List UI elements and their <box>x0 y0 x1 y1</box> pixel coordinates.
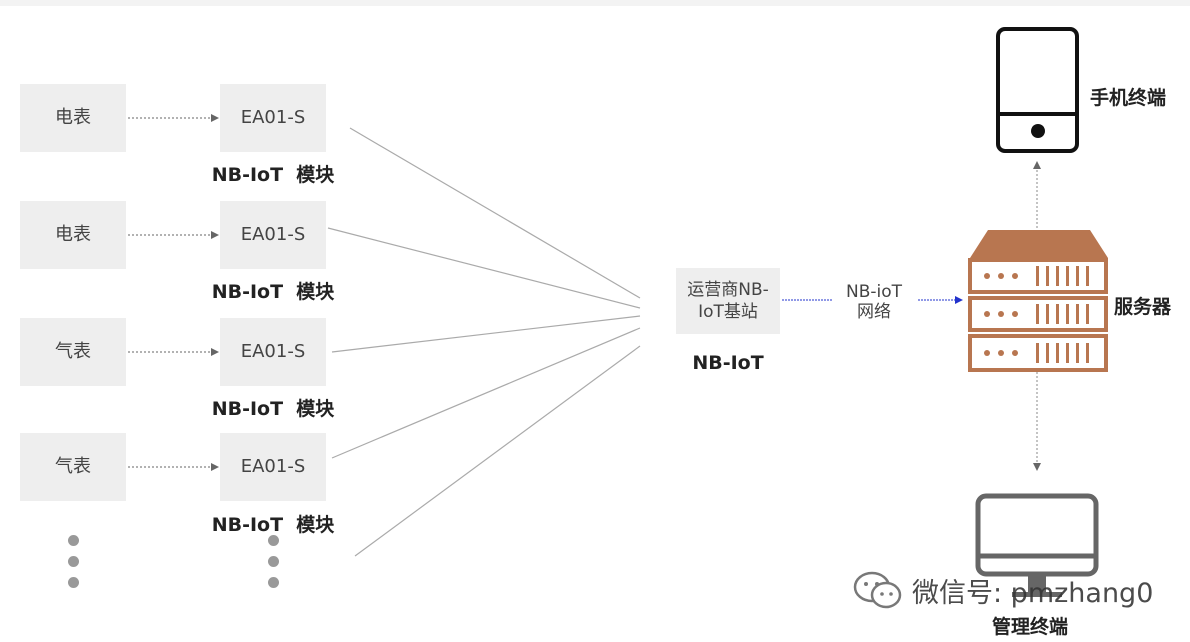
meter-label: 气表 <box>55 341 91 362</box>
module-box: EA01-S <box>220 433 326 501</box>
pc-label: 管理终端 <box>992 616 1069 638</box>
module-box: EA01-S <box>220 201 326 269</box>
monitor-icon <box>975 493 1099 597</box>
module-name: EA01-S <box>240 224 306 245</box>
meter-box: 电表 <box>20 84 126 152</box>
station-line-2: IoT基站 <box>698 302 758 322</box>
more-meters-ellipsis <box>68 535 79 598</box>
meter-label: 电表 <box>55 107 91 128</box>
module-name: EA01-S <box>240 341 306 362</box>
wechat-icon <box>853 571 902 609</box>
meter-label: 气表 <box>55 456 91 477</box>
module-label: NB-IoT 模块 <box>211 398 335 420</box>
fan-line-3 <box>331 315 641 353</box>
fan-line-2 <box>327 227 641 309</box>
module-label: NB-IoT 模块 <box>211 514 335 536</box>
network-line-1: NB-ioT <box>845 282 903 302</box>
module-box: EA01-S <box>220 318 326 386</box>
station-label: NB-IoT <box>692 352 764 374</box>
meter-box: 气表 <box>20 433 126 501</box>
module-label: NB-IoT 模块 <box>211 164 335 186</box>
module-name: EA01-S <box>240 107 306 128</box>
network-line-2: 网络 <box>857 302 891 322</box>
meter-label: 电表 <box>55 224 91 245</box>
watermark: 微信号: pmzhang0 <box>852 570 1153 610</box>
more-modules-ellipsis <box>268 535 279 598</box>
fan-line-4 <box>331 327 641 459</box>
server-icon <box>968 230 1108 372</box>
meter-box: 气表 <box>20 318 126 386</box>
module-label: NB-IoT 模块 <box>211 281 335 303</box>
station-line-1: 运营商NB- <box>687 280 769 300</box>
server-label: 服务器 <box>1114 296 1172 318</box>
base-station-box: 运营商NB- IoT基站 <box>676 268 780 334</box>
module-name: EA01-S <box>240 456 306 477</box>
phone-icon <box>996 27 1079 153</box>
fan-line-1 <box>349 127 641 299</box>
network-label: NB-ioT 网络 <box>826 282 922 322</box>
watermark-text: 微信号: pmzhang0 <box>912 577 1154 609</box>
top-bar <box>0 0 1190 6</box>
meter-box: 电表 <box>20 201 126 269</box>
phone-label: 手机终端 <box>1090 87 1167 109</box>
module-box: EA01-S <box>220 84 326 152</box>
fan-line-5 <box>354 345 641 557</box>
